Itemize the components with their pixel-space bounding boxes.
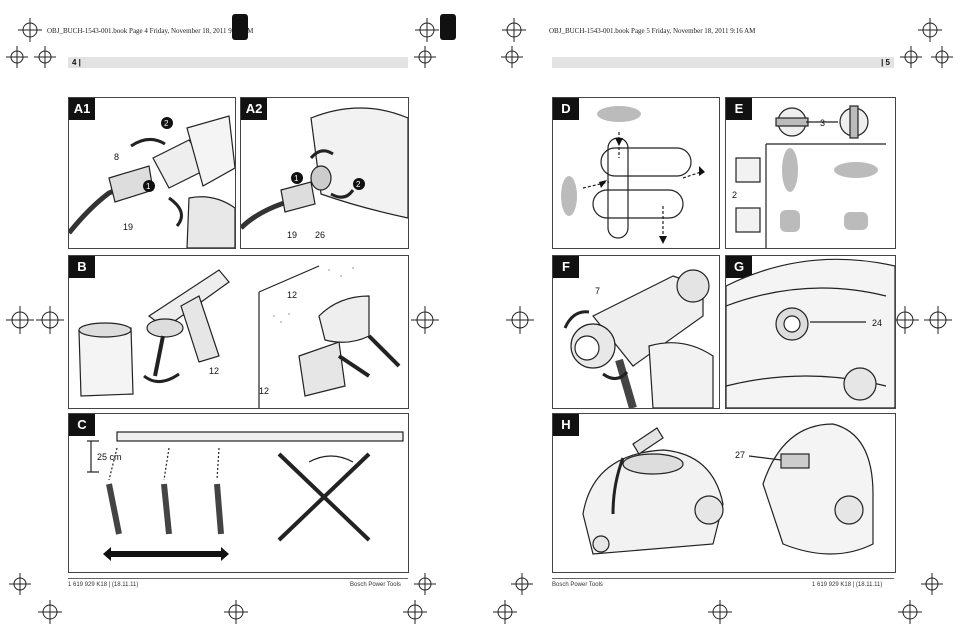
crop-mark-icon bbox=[931, 46, 953, 68]
crop-mark-icon bbox=[403, 600, 427, 624]
crop-mark-icon bbox=[6, 46, 28, 68]
callout-1: 1 bbox=[146, 182, 151, 191]
footer-brand-right: Bosch Power Tools bbox=[552, 582, 603, 588]
figure-tag-d: D bbox=[553, 98, 579, 120]
callout-8: 8 bbox=[114, 152, 119, 162]
callout-12: 12 bbox=[209, 366, 219, 376]
crop-mark-icon bbox=[501, 46, 523, 68]
crop-mark-icon bbox=[414, 573, 436, 595]
page-number-left: 4 | bbox=[72, 58, 81, 67]
callout-27: 27 bbox=[735, 450, 745, 460]
crop-mark-icon bbox=[708, 600, 732, 624]
callout-19: 19 bbox=[123, 222, 133, 232]
figure-tag-b: B bbox=[69, 256, 95, 278]
crop-mark-icon bbox=[411, 306, 439, 334]
unit-storage-drawing: 27 bbox=[582, 423, 874, 555]
figure-tag-c: C bbox=[69, 414, 95, 436]
crop-mark-icon bbox=[511, 573, 533, 595]
header-text-right: OBJ_BUCH-1543-001.book Page 5 Friday, No… bbox=[549, 27, 756, 35]
crop-mark-icon bbox=[38, 600, 62, 624]
figure-tag-e: E bbox=[726, 98, 752, 120]
page-number-bar-left: 4 | bbox=[68, 57, 408, 68]
callout-26: 26 bbox=[315, 230, 325, 240]
callout-2: 2 bbox=[164, 119, 169, 128]
crop-mark-icon bbox=[918, 18, 942, 42]
figure-tag-f: F bbox=[553, 256, 579, 278]
figure-panel-a1: A1 8 2 1 19 bbox=[68, 97, 236, 249]
crop-mark-icon bbox=[502, 18, 526, 42]
footer-rule-left bbox=[68, 578, 408, 579]
spray-pattern-drawing bbox=[561, 106, 705, 244]
callout-1: 1 bbox=[294, 174, 299, 183]
unit-hose-connection-drawing: 1 2 19 26 bbox=[241, 107, 408, 240]
header-text-left: OBJ_BUCH-1543-001.book Page 4 Friday, No… bbox=[47, 27, 254, 35]
crop-mark-icon bbox=[921, 573, 943, 595]
crop-mark-icon bbox=[414, 46, 436, 68]
callout-24: 24 bbox=[872, 318, 882, 328]
nozzle-setting-drawing: 3 2 bbox=[732, 105, 886, 248]
crop-mark-icon bbox=[36, 306, 64, 334]
figure-panel-h: H 27 bbox=[552, 413, 896, 573]
spray-gun-hose-drawing: 8 2 1 19 bbox=[69, 115, 235, 248]
callout-3: 3 bbox=[820, 118, 825, 128]
figure-panel-g: G 24 bbox=[725, 255, 896, 409]
figure-panel-b: B 12 12 12 bbox=[68, 255, 409, 409]
container-and-spray-angle-drawing: 12 12 12 bbox=[78, 265, 401, 408]
figure-panel-a2: A2 1 2 19 26 bbox=[240, 97, 409, 249]
crop-mark-icon bbox=[898, 600, 922, 624]
crop-mark-icon bbox=[9, 573, 31, 595]
crop-mark-icon bbox=[924, 306, 952, 334]
figure-tag-a2: A2 bbox=[241, 98, 267, 120]
figure-tag-g: G bbox=[726, 256, 752, 278]
callout-19: 19 bbox=[287, 230, 297, 240]
figure-panel-d: D bbox=[552, 97, 720, 249]
unit-control-knob-drawing: 24 bbox=[726, 258, 895, 408]
crop-mark-icon bbox=[224, 600, 248, 624]
figure-tag-h: H bbox=[553, 414, 579, 436]
spraying-technique-drawing: 25 cm bbox=[87, 431, 404, 561]
callout-12: 12 bbox=[287, 290, 297, 300]
figure-panel-e: E 3 2 bbox=[725, 97, 896, 249]
footer-brand-left: Bosch Power Tools bbox=[350, 582, 401, 588]
callout-2: 2 bbox=[732, 190, 737, 200]
crop-mark-icon bbox=[34, 46, 56, 68]
figure-panel-c: C 25 cm bbox=[68, 413, 409, 573]
footer-code-right: 1 619 929 K18 | (18.11.11) bbox=[812, 582, 883, 588]
crop-mark-icon bbox=[506, 306, 534, 334]
spray-gun-nozzle-drawing: 7 bbox=[563, 269, 714, 408]
crop-mark-icon bbox=[415, 18, 439, 42]
footer-rule-right bbox=[552, 578, 894, 579]
crop-mark-icon bbox=[6, 306, 34, 334]
page-number-bar-right: | 5 bbox=[552, 57, 894, 68]
callout-12: 12 bbox=[259, 386, 269, 396]
callout-7: 7 bbox=[595, 286, 600, 296]
crop-mark-icon bbox=[493, 600, 517, 624]
figure-panel-f: F 7 bbox=[552, 255, 720, 409]
distance-label: 25 cm bbox=[97, 452, 122, 462]
callout-2: 2 bbox=[356, 180, 361, 189]
crop-mark-icon bbox=[900, 46, 922, 68]
figure-tag-a1: A1 bbox=[69, 98, 95, 120]
page-number-right: | 5 bbox=[881, 58, 890, 67]
footer-code-left: 1 619 929 K18 | (18.11.11) bbox=[68, 582, 139, 588]
crop-mark-icon bbox=[18, 18, 42, 42]
